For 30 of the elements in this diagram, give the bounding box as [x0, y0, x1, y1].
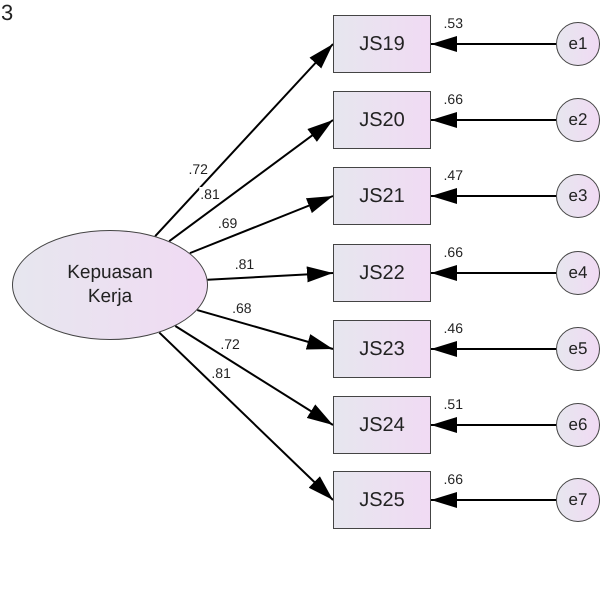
edge-label: .81 [199, 186, 221, 201]
edge-label: .81 [210, 366, 232, 380]
edge-label: .68 [231, 301, 253, 316]
arrow [431, 112, 556, 128]
r-squared-value: .66 [442, 245, 464, 259]
arrow [154, 43, 334, 237]
arrow [431, 265, 556, 281]
arrow [431, 492, 556, 508]
latent-variable-ellipse: Kepuasan Kerja [12, 230, 208, 340]
arrow [208, 266, 334, 282]
edge-label: .72 [219, 336, 241, 351]
edge-label: .72 [188, 162, 209, 176]
edge-label: .69 [216, 216, 238, 230]
r-squared-value: .46 [442, 321, 464, 335]
arrow [196, 309, 334, 350]
arrow [431, 188, 556, 204]
arrow [158, 332, 334, 501]
arrow [431, 417, 556, 433]
arrow [190, 195, 334, 254]
arrow [431, 341, 556, 357]
arrow [174, 325, 334, 426]
figure-number: 3 [1, 2, 14, 24]
arrow [431, 36, 556, 52]
r-squared-value: .66 [442, 92, 464, 106]
arrow [168, 119, 334, 242]
r-squared-value: .51 [442, 397, 464, 411]
edge-label: .81 [234, 256, 256, 271]
r-squared-value: .53 [442, 16, 464, 30]
r-squared-value: .66 [442, 472, 464, 486]
r-squared-value: .47 [442, 168, 464, 182]
